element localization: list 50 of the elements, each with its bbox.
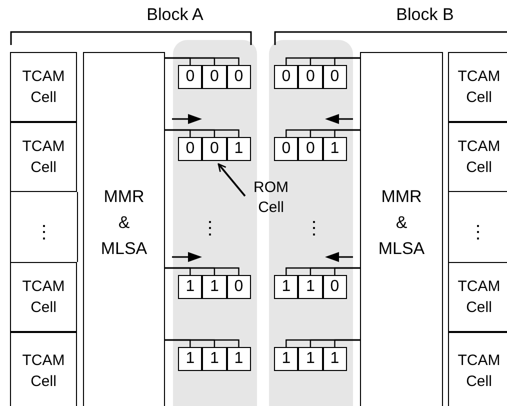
tcam-cell-box: TCAM Cell [10, 52, 77, 122]
callout-text: ROM Cell [245, 178, 297, 218]
bit-cell: 1 [274, 347, 298, 371]
bit-cell: 0 [274, 137, 298, 161]
bit-cell: 1 [322, 137, 347, 161]
bit-cell: 0 [298, 137, 323, 161]
bus-line [334, 57, 360, 65]
bit-cell: 1 [226, 137, 251, 161]
bit-cell: 1 [202, 275, 227, 299]
bit-cell: 1 [226, 347, 251, 371]
bit-cell: 0 [202, 137, 227, 161]
leader-line [218, 163, 246, 197]
bus-line [165, 267, 240, 275]
tcam-cell-box: TCAM Cell [10, 262, 77, 332]
bit-cell: 0 [202, 65, 227, 89]
ellipsis-mark: ⋮ [35, 221, 53, 243]
bit-cell: 1 [322, 347, 347, 371]
bus-line [165, 57, 240, 65]
ellipsis-mark: ⋮ [305, 217, 323, 239]
bit-cell: 0 [322, 275, 347, 299]
bit-cell: 0 [178, 65, 202, 89]
bus-line [334, 129, 360, 137]
tcam-cell-box: TCAM Cell [10, 332, 77, 406]
tcam-cell-box: TCAM Cell [448, 262, 507, 332]
bit-cell: 1 [298, 347, 323, 371]
tcam-cell-box: TCAM Cell [448, 52, 507, 122]
bit-cell: 1 [178, 347, 202, 371]
bit-cell: 0 [226, 275, 251, 299]
tcam-cell-box: TCAM Cell [448, 122, 507, 192]
bit-cell: 0 [226, 65, 251, 89]
bus-line [165, 129, 240, 137]
bit-cell: 1 [274, 275, 298, 299]
sense-amplifier-block: MMR & MLSA [83, 52, 165, 406]
ellipsis-mark: ⋮ [469, 221, 487, 243]
bit-cell: 0 [322, 65, 347, 89]
block-label: Block A [146, 5, 204, 25]
tcam-cell-box: TCAM Cell [448, 332, 507, 406]
bus-line [334, 339, 360, 347]
tcam-cell-box: TCAM Cell [10, 122, 77, 192]
bus-line [165, 339, 240, 347]
block-label: Block B [396, 5, 454, 25]
bit-cell: 0 [274, 65, 298, 89]
bit-cell: 0 [178, 137, 202, 161]
bit-cell: 1 [202, 347, 227, 371]
ellipsis-mark: ⋮ [201, 217, 219, 239]
bit-cell: 0 [298, 65, 323, 89]
bit-cell: 1 [178, 275, 202, 299]
bus-line [334, 267, 360, 275]
bit-cell: 1 [298, 275, 323, 299]
sense-amplifier-block: MMR & MLSA [360, 52, 443, 406]
